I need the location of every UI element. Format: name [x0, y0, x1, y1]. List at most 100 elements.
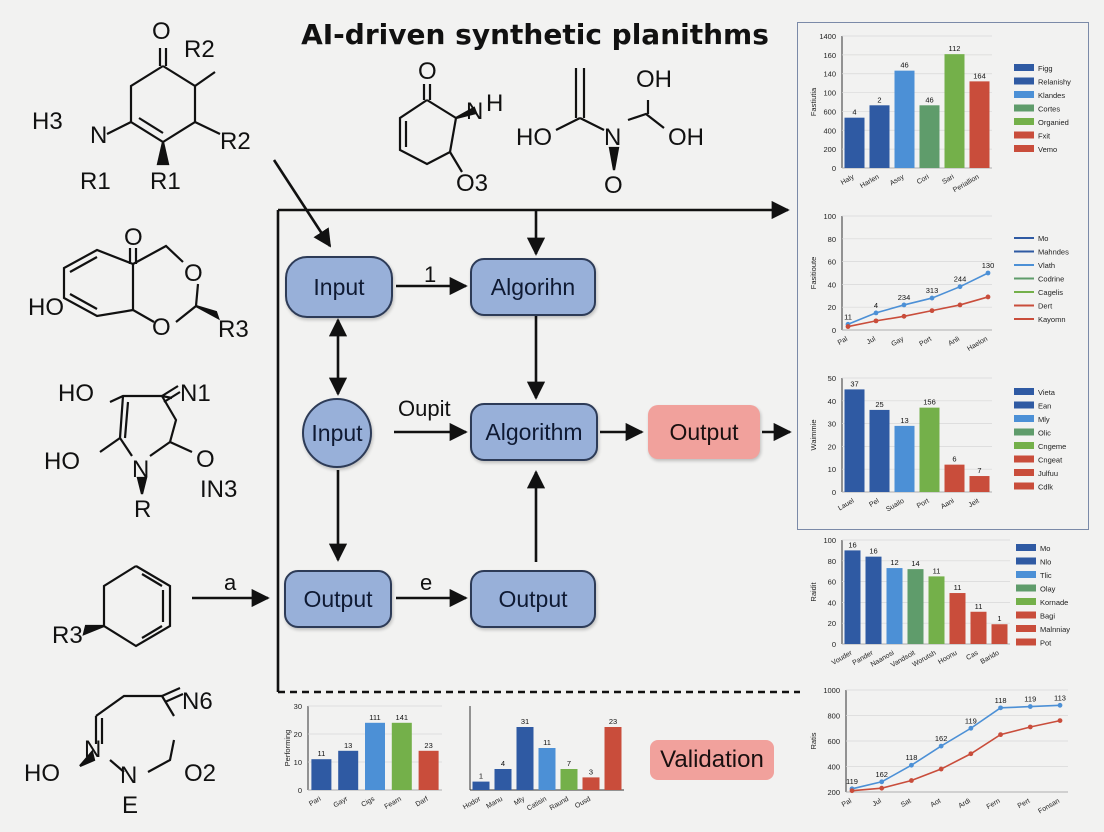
atom-label: O	[196, 446, 215, 473]
y-tick-label: 0	[832, 326, 836, 335]
output-node-highlight[interactable]: Output	[648, 405, 760, 459]
algorithm-node-2[interactable]: Algorithm	[470, 403, 598, 461]
legend-entry: Mahndes	[1038, 248, 1069, 257]
legend-swatch	[1016, 611, 1036, 619]
atom-label: OH	[636, 66, 672, 93]
y-tick-label: 40	[828, 397, 836, 406]
input-node-1[interactable]: Input	[285, 256, 393, 318]
atom-label: H3	[32, 108, 63, 135]
bar-value-label: 46	[925, 95, 933, 104]
output-node-1[interactable]: Output	[284, 570, 392, 628]
y-axis-label: Waimmie	[809, 420, 818, 451]
data-point	[901, 302, 907, 308]
y-tick-label: 40	[828, 598, 836, 607]
point-value-label: 130	[982, 261, 995, 270]
atom-label: N	[84, 736, 102, 763]
y-tick-label: 0	[832, 164, 836, 173]
data-point	[849, 788, 855, 794]
x-tick-label: Pert	[1017, 798, 1032, 811]
bar	[894, 70, 915, 168]
data-point	[968, 751, 974, 757]
bar-value-label: 16	[869, 547, 877, 556]
point-value-label: 244	[954, 275, 967, 284]
y-tick-label: 1000	[823, 686, 840, 695]
x-tick-label: Pari	[308, 795, 323, 808]
legend-entry: Organied	[1038, 118, 1069, 127]
bar-value-label: 31	[521, 717, 529, 726]
atom-label: R3	[52, 622, 83, 649]
algorithm-node-1[interactable]: Algorihn	[470, 258, 596, 316]
atom-label: IN3	[200, 476, 238, 503]
bar	[582, 777, 600, 790]
x-tick-label: Sari	[941, 173, 956, 186]
data-point	[901, 313, 907, 319]
legend-swatch	[1016, 544, 1036, 551]
x-tick-label: Jul	[871, 797, 883, 808]
legend-swatch	[1016, 598, 1036, 605]
output-node-2[interactable]: Output	[470, 570, 596, 628]
legend-entry: Cdlk	[1038, 483, 1053, 492]
data-point	[909, 762, 914, 768]
legend-swatch	[1014, 401, 1034, 409]
molecule-5	[99, 385, 193, 495]
bar-value-label: 14	[911, 559, 919, 568]
x-tick-label: Cori	[916, 173, 931, 186]
atom-label: R	[134, 496, 152, 523]
legend-entry: Figg	[1038, 64, 1053, 73]
legend-swatch	[1014, 77, 1034, 85]
legend-entry: Malnniay	[1040, 625, 1070, 634]
data-point	[985, 294, 991, 300]
data-point	[957, 302, 963, 308]
y-tick-label: 10	[294, 758, 302, 767]
x-tick-label: Manu	[485, 796, 504, 811]
atom-label: N6	[182, 688, 213, 715]
bar	[970, 611, 987, 644]
point-value-label: 118	[995, 696, 1007, 705]
y-tick-label: 30	[294, 702, 302, 711]
point-value-label: 313	[926, 286, 939, 295]
bar	[538, 748, 556, 790]
x-tick-label: Fearn	[383, 796, 402, 811]
x-tick-label: Gay	[890, 335, 905, 348]
atom-label: N1	[180, 380, 211, 407]
legend-entry: Kornade	[1040, 598, 1068, 607]
bar-value-label: 23	[424, 741, 432, 750]
input-node-2[interactable]: Input	[302, 398, 372, 468]
bar	[844, 550, 861, 644]
y-tick-label: 200	[823, 145, 836, 154]
bar-value-label: 46	[900, 61, 908, 70]
y-tick-label: 400	[823, 126, 836, 135]
atom-label: R3	[218, 316, 249, 343]
atom-label: HO	[516, 124, 552, 151]
y-axis-label: Fastiutia	[809, 87, 818, 116]
x-tick-label: Pel	[868, 497, 881, 508]
data-point	[938, 743, 944, 749]
atom-label: O	[184, 260, 203, 287]
x-tick-label: Ousd	[574, 796, 592, 810]
bar	[338, 750, 359, 790]
bar-value-label: 12	[890, 558, 898, 567]
series-line	[851, 719, 1061, 792]
edge-label-oupit: Oupit	[398, 396, 451, 421]
bar	[869, 105, 890, 168]
atom-label: O	[418, 58, 437, 85]
data-point	[998, 705, 1003, 711]
atom-label: E	[122, 792, 139, 819]
x-tick-label: Pal	[841, 797, 854, 808]
x-tick-label: Sat	[900, 798, 913, 809]
x-tick-label: Fonsan	[1037, 798, 1061, 816]
x-tick-label: Ardi	[958, 797, 973, 810]
x-tick-label: Aani	[940, 497, 956, 510]
legend-swatch	[1016, 638, 1036, 646]
bar-value-label: 16	[848, 540, 856, 549]
y-tick-label: 50	[828, 374, 836, 383]
y-axis-label: Fasitioute	[809, 257, 818, 290]
atom-label: H	[486, 90, 504, 117]
bar-value-label: 11	[318, 749, 326, 758]
legend-entry: Mly	[1038, 415, 1050, 424]
atom-label: HO	[58, 380, 94, 407]
point-value-label: 119	[965, 716, 977, 725]
y-tick-label: 60	[828, 578, 836, 587]
bar	[844, 389, 865, 492]
